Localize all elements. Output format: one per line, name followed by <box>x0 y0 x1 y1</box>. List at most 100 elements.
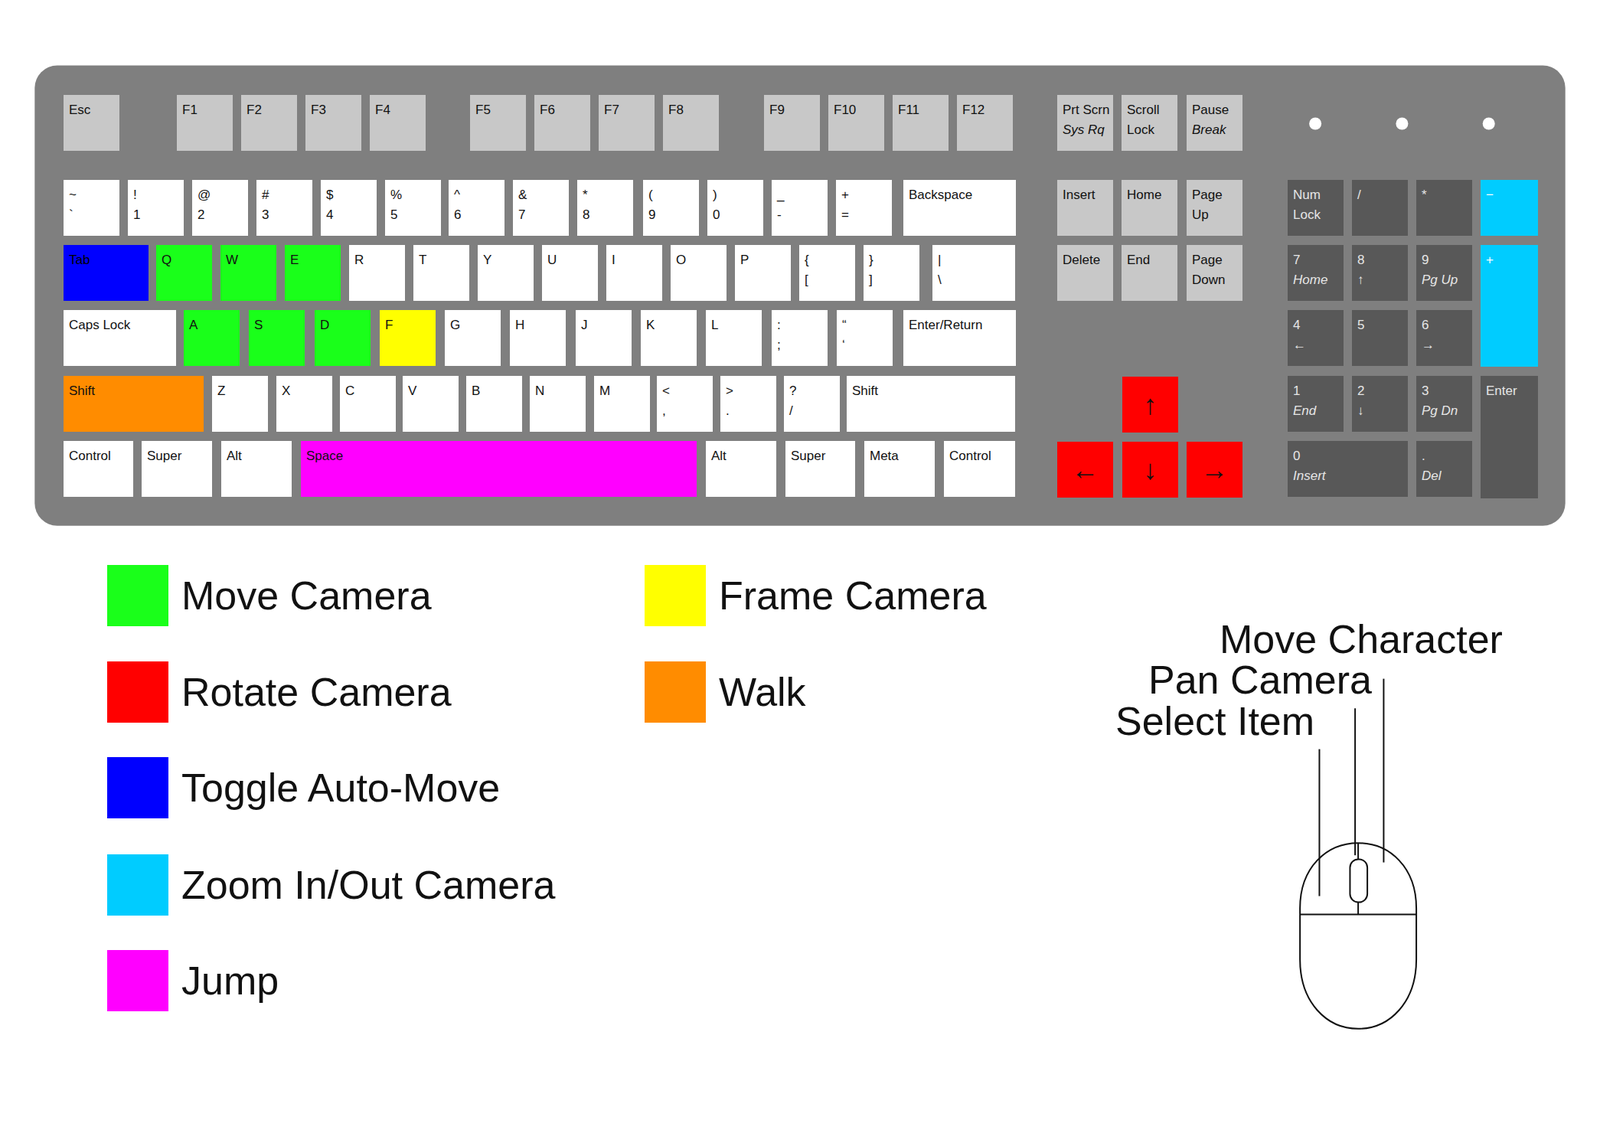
key-label: B <box>471 381 521 402</box>
keyboard-key: )0 <box>707 179 764 236</box>
keyboard-key: F11 <box>892 94 949 151</box>
key-label: Shift <box>852 381 1014 402</box>
key-label: ` <box>68 205 118 226</box>
key-label: F11 <box>897 100 947 121</box>
scroll-wheel <box>1349 859 1368 903</box>
key-label: F1 <box>182 100 232 121</box>
key-label: A <box>189 315 239 336</box>
keyboard-key: 6→ <box>1416 310 1473 366</box>
key-label: F8 <box>668 100 718 121</box>
key-label: Home <box>1126 185 1176 206</box>
keyboard-key: A <box>183 310 240 366</box>
key-label: T <box>418 250 468 271</box>
key-label: + <box>1485 250 1537 271</box>
legend-label: Move Camera <box>181 572 432 619</box>
key-label: ↓ <box>1143 454 1158 486</box>
key-label: 1 <box>133 205 183 226</box>
key-label: F5 <box>475 100 525 121</box>
key-label: 6 <box>1421 315 1471 336</box>
mouse-callout: Select Item <box>1115 701 1315 742</box>
key-label: } <box>868 250 918 271</box>
key-label: Super <box>146 446 211 467</box>
legend-swatch <box>644 661 706 723</box>
key-label: S <box>254 315 304 336</box>
key-label: 7 <box>518 205 568 226</box>
keyboard-key: Enter <box>1480 375 1538 499</box>
keyboard-key: Q <box>156 244 213 301</box>
key-label: ← <box>1293 335 1343 356</box>
key-label: F12 <box>962 100 1012 121</box>
legend-label: Zoom In/Out Camera <box>181 862 556 908</box>
keyboard-key: Alt <box>221 440 292 497</box>
keyboard-key: / <box>1351 179 1408 236</box>
keyboard-key: >. <box>720 375 777 432</box>
legend-swatch <box>107 564 169 627</box>
keyboard-key: Home <box>1121 179 1178 236</box>
keyboard-key: <, <box>656 375 713 432</box>
key-label: ‘ <box>842 335 892 356</box>
keyboard-key: Shift <box>846 375 1016 432</box>
keyboard-key: W <box>220 244 277 301</box>
legend-label: Walk <box>718 669 807 716</box>
key-label: F4 <box>375 100 425 121</box>
key-label: W <box>225 250 275 271</box>
indicator-light <box>1309 117 1322 131</box>
keyboard-key: 0Insert <box>1287 440 1408 497</box>
key-label: * <box>582 185 632 206</box>
keyboard-key: F6 <box>534 94 591 151</box>
key-label: ↓ <box>1357 401 1407 422</box>
key-label: Delete <box>1062 250 1112 271</box>
key-label: F6 <box>539 100 589 121</box>
leader-line <box>1382 679 1385 863</box>
key-label: Prt Scrn <box>1062 100 1112 121</box>
key-label: 3 <box>261 205 311 226</box>
keyboard-key: H <box>509 310 566 366</box>
keyboard-key: Backspace <box>903 179 1016 236</box>
keyboard-key: P <box>734 244 791 301</box>
leader-line <box>1318 749 1320 897</box>
keyboard-key: F4 <box>369 94 426 151</box>
key-label: R <box>354 250 404 271</box>
keyboard-key: F3 <box>305 94 362 151</box>
keyboard-key: 7Home <box>1287 244 1344 301</box>
keyboard-key: 5 <box>1351 310 1408 366</box>
keyboard-key: Super <box>141 440 213 497</box>
keyboard-key: ← <box>1057 441 1114 498</box>
keyboard-key: L <box>705 310 762 366</box>
key-label: Caps Lock <box>68 315 175 336</box>
keyboard-key: + <box>1480 244 1538 367</box>
keyboard-key: Control <box>63 440 134 497</box>
key-label: < <box>662 381 712 402</box>
key-label: . <box>1421 446 1471 467</box>
keyboard-key: Insert <box>1057 179 1114 236</box>
keyboard-key: {[ <box>799 244 856 301</box>
keyboard-key: Esc <box>63 94 120 151</box>
keyboard-key: ?/ <box>783 375 840 432</box>
keyboard-key: Caps Lock <box>63 310 177 366</box>
keyboard-key: $4 <box>320 179 377 236</box>
keyboard-key: F9 <box>764 94 820 151</box>
key-label: - <box>777 205 827 226</box>
key-label: End <box>1293 401 1343 422</box>
legend-swatch <box>107 950 169 1012</box>
key-label: F9 <box>769 100 819 121</box>
key-label: : <box>777 315 827 336</box>
keyboard-key: 2↓ <box>1351 375 1408 432</box>
key-label: Break <box>1191 120 1241 141</box>
key-label: 9 <box>648 205 698 226</box>
key-label: C <box>345 381 395 402</box>
keyboard-key: F7 <box>598 94 655 151</box>
mouse-callout: Move Character <box>1219 619 1503 660</box>
keyboard-key: N <box>529 375 586 432</box>
key-label: X <box>281 381 331 402</box>
keyboard-key: Scroll Lock <box>1121 94 1178 151</box>
key-label: ^ <box>453 185 503 206</box>
keyboard-key: @2 <box>192 179 249 236</box>
key-label: Pause <box>1191 100 1241 121</box>
key-label: 4 <box>326 205 376 226</box>
keyboard-key: Page Up <box>1186 179 1243 236</box>
keyboard-key: 9Pg Up <box>1416 244 1473 301</box>
keyboard-key: F1 <box>176 94 233 151</box>
mouse-body <box>1299 842 1417 1029</box>
key-label: Pg Up <box>1421 270 1471 291</box>
